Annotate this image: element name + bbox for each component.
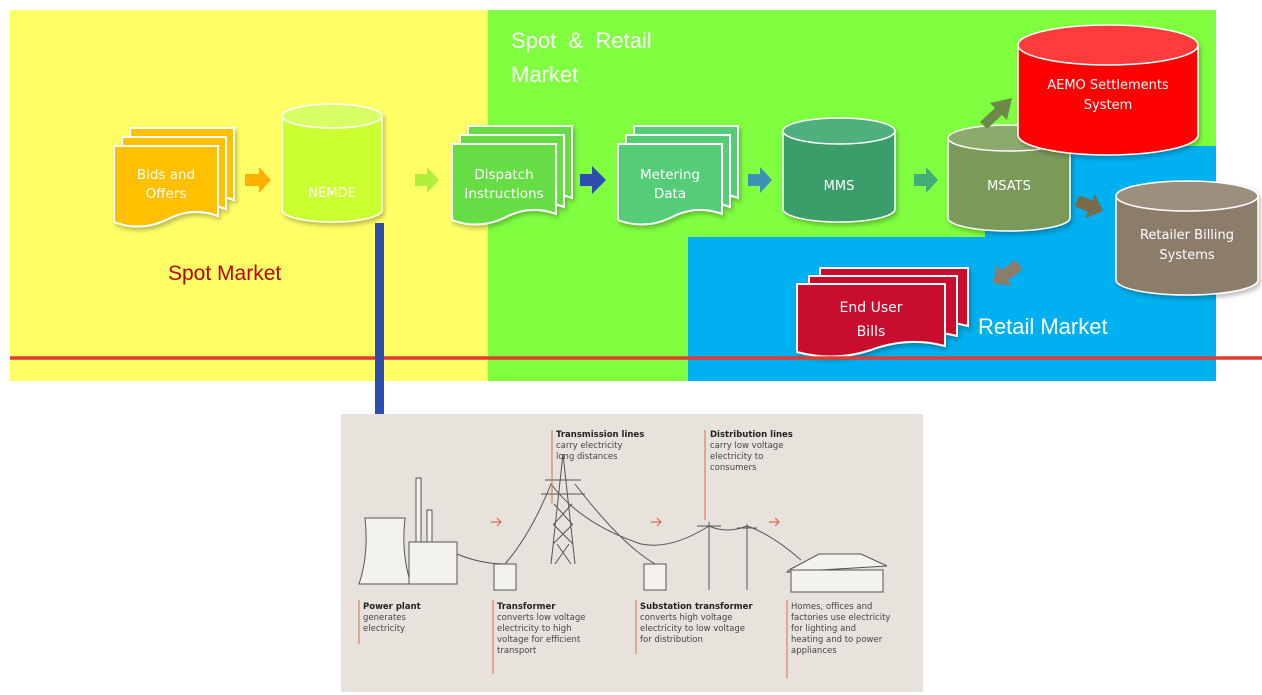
arrow-msats-to-retailer xyxy=(1074,193,1103,219)
homes-caption: Homes, offices and factories use electri… xyxy=(791,602,891,656)
nemde-cylinder xyxy=(281,103,383,223)
distribution-caption: Distribution lines carry low voltage ele… xyxy=(710,430,793,473)
nemde-label: NEMDE xyxy=(308,186,356,201)
bids-offers-document xyxy=(113,127,235,228)
arrow-bids-to-nemde xyxy=(245,167,271,193)
dispatch-document xyxy=(451,125,573,226)
spot-market-label: Spot Market xyxy=(168,262,282,285)
illustration-graphics xyxy=(358,430,888,678)
transformer-caption: Transformer converts low voltage electri… xyxy=(497,602,586,656)
arrow-mms-to-msats xyxy=(914,167,938,193)
msats-label: MSATS xyxy=(987,179,1031,194)
transmission-caption: Transmission lines carry electricity lon… xyxy=(556,430,645,462)
arrow-nemde-to-dispatch xyxy=(415,167,439,193)
aemo-settlements-cylinder xyxy=(1017,24,1199,156)
spot-market-region xyxy=(10,10,490,381)
mms-label: MMS xyxy=(823,179,855,194)
arrow-dispatch-to-metering xyxy=(580,166,606,194)
end-user-bills-document xyxy=(796,267,969,358)
arrow-metering-to-mms xyxy=(748,167,772,193)
metering-document xyxy=(617,125,739,226)
mms-cylinder xyxy=(782,117,896,223)
power-plant-caption: Power plant generates electricity xyxy=(363,602,421,634)
arrow-msats-to-aemo xyxy=(980,98,1012,129)
substation-caption: Substation transformer converts high vol… xyxy=(640,602,753,645)
arrow-retailer-to-bills xyxy=(992,259,1023,286)
retailer-billing-cylinder xyxy=(1115,180,1259,296)
retail-market-label: Retail Market xyxy=(978,314,1108,339)
spot-retail-market-label: Spot & Retail Market xyxy=(511,28,652,87)
